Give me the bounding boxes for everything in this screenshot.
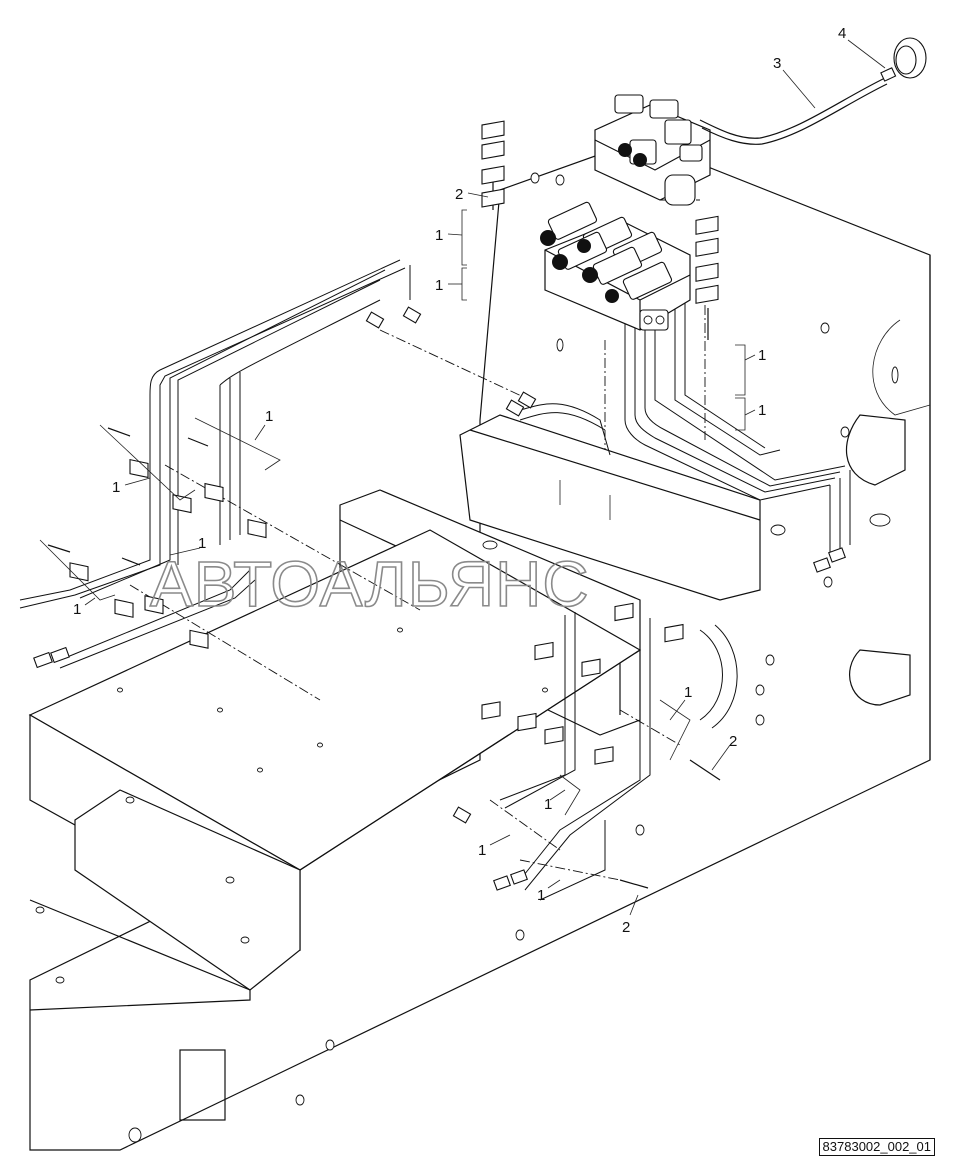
callout-1: 1 bbox=[758, 347, 766, 364]
callout-1: 1 bbox=[73, 601, 81, 618]
callout-labels: 4 3 2 1 1 1 1 1 1 1 1 1 1 1 1 2 2 bbox=[73, 25, 846, 936]
solenoid-valve-block bbox=[540, 201, 691, 331]
hose-bundle-right bbox=[499, 612, 738, 901]
callout-1: 1 bbox=[435, 277, 443, 294]
upper-valve-block bbox=[594, 94, 711, 206]
leader-lines bbox=[84, 39, 886, 916]
callout-1: 1 bbox=[544, 796, 552, 813]
clamp-stack-right bbox=[695, 215, 746, 431]
callout-1: 1 bbox=[112, 479, 120, 496]
hose-fittings bbox=[365, 306, 846, 891]
callout-4: 4 bbox=[838, 25, 846, 42]
drawing-code: 83783002_002_01 bbox=[818, 1138, 935, 1156]
callout-2: 2 bbox=[622, 919, 630, 936]
callout-1: 1 bbox=[537, 887, 545, 904]
hose-bundle-center bbox=[519, 290, 851, 555]
gauge-line bbox=[699, 37, 927, 145]
clamp-group-right bbox=[481, 602, 721, 889]
callout-2: 2 bbox=[729, 733, 737, 750]
callout-3: 3 bbox=[773, 55, 781, 72]
clamp-group-left-upper bbox=[99, 417, 281, 539]
callout-1: 1 bbox=[758, 402, 766, 419]
callout-1: 1 bbox=[265, 408, 273, 425]
callout-1: 1 bbox=[478, 842, 486, 859]
clamp-group-left-lower bbox=[39, 539, 209, 649]
callout-1: 1 bbox=[684, 684, 692, 701]
watermark: АВТОАЛЬЯНС bbox=[150, 548, 590, 620]
lower-rail bbox=[29, 789, 301, 1011]
callout-1: 1 bbox=[435, 227, 443, 244]
callout-2: 2 bbox=[455, 186, 463, 203]
callout-1: 1 bbox=[198, 535, 206, 552]
clamp-stack-upper bbox=[461, 120, 505, 301]
